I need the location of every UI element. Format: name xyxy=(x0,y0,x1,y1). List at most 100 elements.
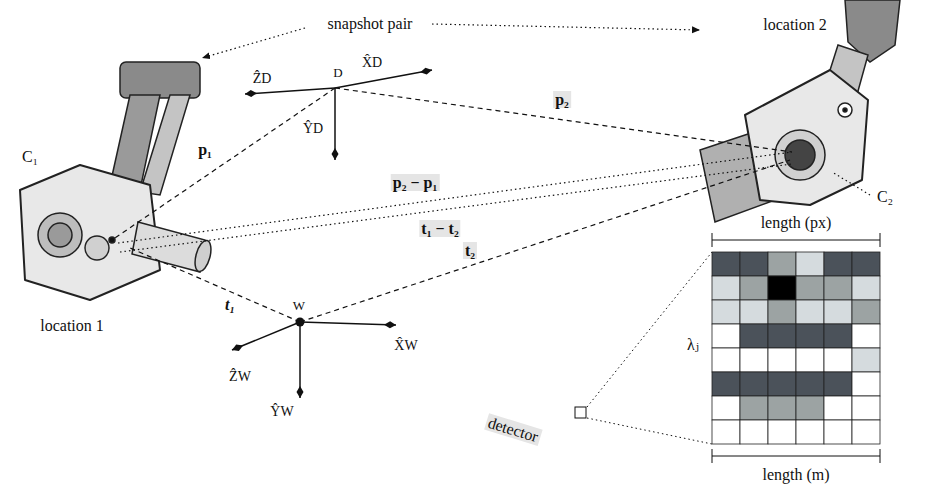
pixel-cell xyxy=(712,348,740,372)
axis-x-d xyxy=(335,70,432,88)
pixel-cell xyxy=(824,300,852,324)
pixel-cell xyxy=(740,252,768,276)
pixel-cell xyxy=(824,420,852,444)
axis-label: X̂D xyxy=(360,55,384,70)
axis-y-d xyxy=(334,88,336,160)
source-label: C₂ xyxy=(875,188,895,205)
pixel-cell xyxy=(852,300,880,324)
pixel-cell xyxy=(768,348,796,372)
panel-outline xyxy=(335,40,588,470)
dimension-bracket xyxy=(712,456,880,457)
pixel-cell xyxy=(768,252,796,276)
snapshot-leader xyxy=(202,28,305,58)
pixel-cell xyxy=(712,300,740,324)
frame-origin-label: D xyxy=(331,65,344,80)
pixel-cell xyxy=(740,300,768,324)
pixel-cell xyxy=(796,252,824,276)
pixel-cell xyxy=(796,372,824,396)
detector-panel: detector xyxy=(335,40,588,470)
pixel-cell xyxy=(852,276,880,300)
dimension-bracket xyxy=(880,449,881,463)
robot-arm-left xyxy=(20,62,214,300)
location-label: location 1 xyxy=(38,317,106,334)
vector-t1 xyxy=(130,248,300,322)
pixel-cell xyxy=(796,324,824,348)
geometry xyxy=(112,24,880,463)
panel-shape xyxy=(335,40,588,470)
axis-y-w xyxy=(299,322,301,398)
frame-origin-label: W xyxy=(291,298,307,313)
pixel-grid xyxy=(712,252,880,444)
vector-p1 xyxy=(112,88,335,240)
pixel-cell xyxy=(852,420,880,444)
caption-text: snapshot pair xyxy=(326,15,415,32)
source-label: C₁ xyxy=(20,148,40,165)
pixel-cell xyxy=(852,348,880,372)
axis-z-w xyxy=(232,322,300,350)
robot-arm-right xyxy=(700,0,900,222)
dimension-bracket xyxy=(712,449,713,463)
vector-p2-p1 xyxy=(118,152,792,243)
vector-t1-t2 xyxy=(120,164,792,252)
axis-label: ẐD xyxy=(251,71,274,86)
pixel-cell xyxy=(852,396,880,420)
pixel-cell xyxy=(740,372,768,396)
axis-label: ŶD xyxy=(301,121,325,136)
axis-x-w xyxy=(300,322,396,325)
pixel-cell xyxy=(796,396,824,420)
pixel-cell xyxy=(768,276,796,300)
pixel-cell xyxy=(796,420,824,444)
vector-t2 xyxy=(300,160,790,322)
pixel-cell xyxy=(768,396,796,420)
pixel-cell xyxy=(796,300,824,324)
pixel-cell xyxy=(824,372,852,396)
pixel-cell xyxy=(740,348,768,372)
world-origin xyxy=(296,318,305,327)
pixel-cell xyxy=(824,396,852,420)
axis-label: ẐW xyxy=(227,369,253,384)
pixel-cell xyxy=(824,276,852,300)
dimension-bracket xyxy=(880,233,881,247)
pixel-cell xyxy=(824,252,852,276)
pixel-patch xyxy=(575,407,586,418)
pixel-cell xyxy=(768,324,796,348)
pixel-cell xyxy=(796,348,824,372)
vector-label: t₂ xyxy=(463,242,477,259)
pixel-cell xyxy=(852,324,880,348)
pixel-cell xyxy=(712,276,740,300)
location-label: location 2 xyxy=(761,16,829,33)
pixel-cell xyxy=(852,252,880,276)
vector-label: t₁ xyxy=(223,296,237,313)
pixel-cell xyxy=(768,420,796,444)
dimension-bracket xyxy=(712,233,713,247)
dimension-label: length (m) xyxy=(760,466,831,483)
c2-leader xyxy=(832,172,870,195)
snapshot-leader xyxy=(432,24,700,30)
dimension-label: length (px) xyxy=(759,214,834,231)
pixel-cell xyxy=(712,396,740,420)
pixel-cell xyxy=(768,300,796,324)
zoom-leader xyxy=(587,252,712,407)
vector-label: p₁ xyxy=(196,141,214,158)
zoom-leader xyxy=(587,418,712,444)
vector-label: p₂ xyxy=(553,91,571,108)
pixel-cell xyxy=(852,372,880,396)
pixel-cell xyxy=(824,348,852,372)
pixel-cell xyxy=(740,276,768,300)
vector-label: p₂ − p₁ xyxy=(391,174,440,191)
pixel-cell xyxy=(740,396,768,420)
pixel-cell xyxy=(740,324,768,348)
node-label: detector xyxy=(484,413,542,445)
axis-label: X̂W xyxy=(392,338,419,353)
pixel-cell xyxy=(740,420,768,444)
axis-z-d xyxy=(245,88,335,94)
pixel-cell xyxy=(712,420,740,444)
vector-p2 xyxy=(335,88,792,152)
pixel-cell xyxy=(796,276,824,300)
dimension-label: λⱼ xyxy=(685,336,701,353)
axis-label: ŶW xyxy=(268,404,295,419)
pixel-cell xyxy=(712,252,740,276)
dimension-bracket xyxy=(712,240,880,241)
pixel-cell xyxy=(712,372,740,396)
pixel-cell xyxy=(824,324,852,348)
